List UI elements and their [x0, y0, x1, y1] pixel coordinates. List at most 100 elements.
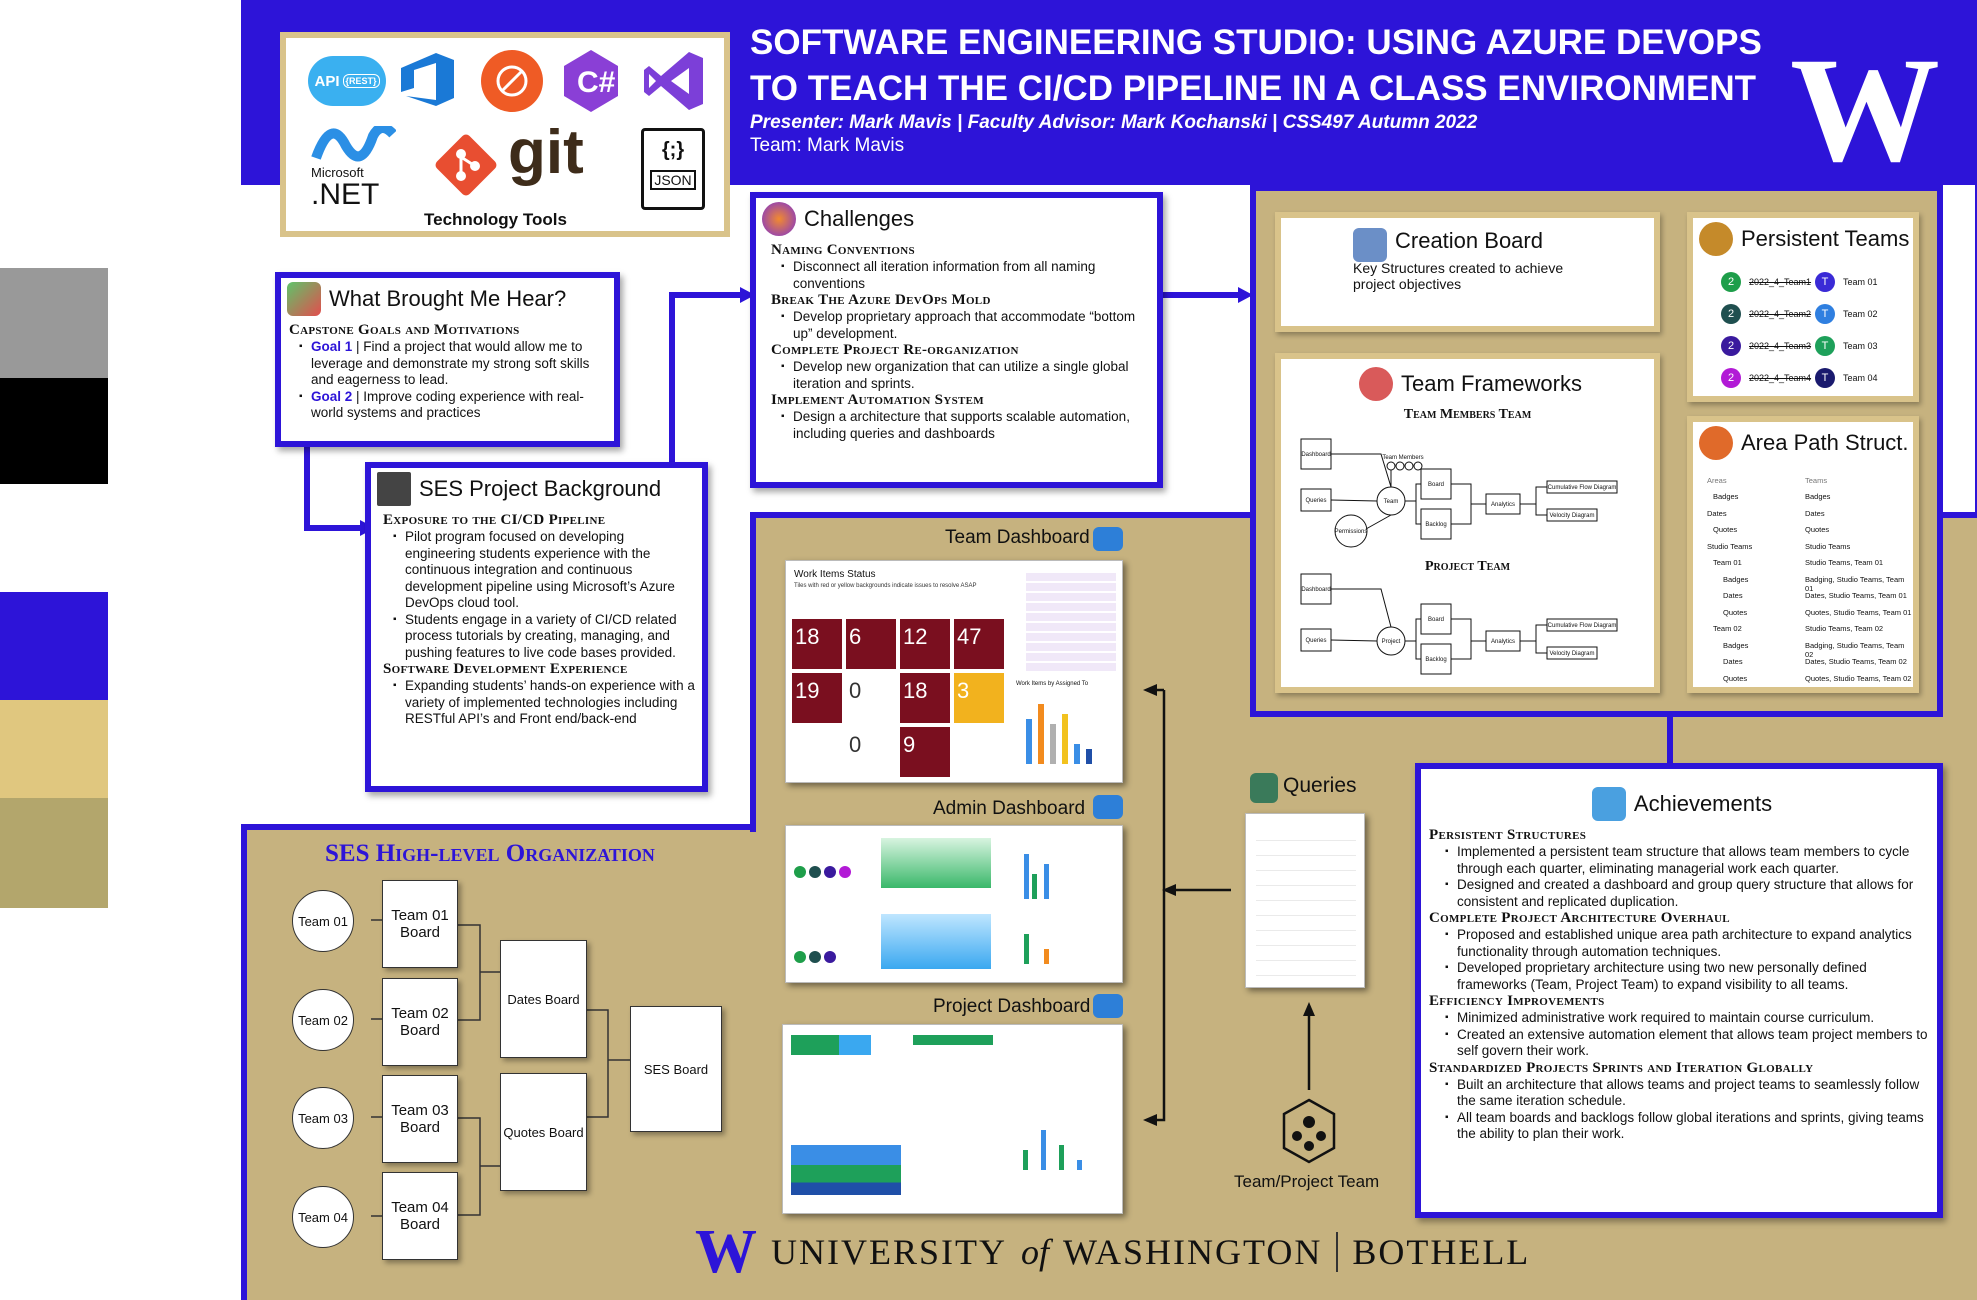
wi-by-assigned-title: Work Items by Assigned To: [1016, 681, 1089, 687]
admin-avatars-2: [794, 951, 836, 963]
wi-tile: 19: [792, 673, 842, 723]
org-team-01-board: Team 01 Board: [382, 880, 458, 968]
org-border-top: [241, 824, 756, 830]
fw-dashboard-1: Dashboard: [1301, 452, 1330, 458]
footer-w-logo: W: [695, 1218, 757, 1286]
achievements-heading-2: Complete Project Architecture Overhaul: [1429, 910, 1730, 926]
area-path-area: Studio Teams: [1707, 541, 1753, 551]
git-wordmark: git: [508, 118, 584, 187]
area-path-area: Badges: [1723, 640, 1749, 650]
fw-project: Project: [1382, 639, 1401, 645]
area-path-area: Quotes: [1713, 525, 1738, 534]
wi-tile: 0: [846, 727, 896, 777]
background-heading-1: Exposure to the CI/CD Pipeline: [383, 512, 606, 528]
goals-list: Goal 1 | Find a project that would allow…: [289, 339, 608, 422]
background-list-1: Pilot program focused on developing engi…: [383, 529, 696, 661]
json-icon: {;} JSON: [641, 128, 705, 210]
org-team-03: Team 03: [292, 1087, 354, 1149]
microsoft-label: Microsoft: [311, 165, 364, 180]
achievements-bullet-2: Designed and created a dashboard and gro…: [1435, 877, 1929, 910]
area-path-area: Quotes: [1723, 673, 1748, 683]
team-dashboard-icon: [1093, 527, 1123, 551]
challenges-heading-2: Break The Azure DevOps Mold: [771, 292, 991, 308]
wi-tile: 18: [900, 673, 950, 723]
title-line-1: SOFTWARE ENGINEERING STUDIO: USING AZURE…: [750, 23, 1762, 62]
area-path-team: Badging, Studio Teams, Team 01: [1805, 574, 1905, 593]
background-bullet-2: Students engage in a variety of CI/CD re…: [383, 612, 696, 662]
fw-backlog-2: Backlog: [1425, 657, 1446, 663]
area-col-teams: Teams: [1805, 476, 1828, 485]
project-dashboard-screenshot: [782, 1024, 1123, 1214]
challenges-bullet-1: Disconnect all iteration information fro…: [771, 259, 1151, 292]
area-path-icon: [1699, 426, 1733, 460]
queries-icon: [1250, 773, 1278, 803]
wi-bar-chart: [1026, 704, 1092, 764]
fw-board-1: Board: [1428, 482, 1444, 488]
area-path-team: Badges: [1805, 492, 1831, 501]
footer-divider: [1336, 1232, 1339, 1272]
org-team-02: Team 02: [292, 989, 354, 1051]
area-path-area: Dates: [1723, 591, 1743, 600]
achievements-bullet-1: Implemented a persistent team structure …: [1435, 844, 1929, 877]
frameworks-subtitle-team-members: Team Members Team: [1403, 407, 1532, 422]
old-team-name: 2022_4_Team2: [1749, 309, 1812, 319]
area-path-area: Team 01: [1713, 558, 1742, 567]
project-icon: [377, 472, 411, 506]
wi-tile-value: 18: [903, 678, 928, 703]
challenges-box: Challenges Naming Conventions Disconnect…: [750, 192, 1163, 488]
what-title: What Brought Me Hear?: [329, 286, 567, 311]
fw-team: Team: [1384, 499, 1399, 505]
old-team-badge: 2: [1721, 304, 1741, 324]
new-team-badge: T: [1815, 304, 1835, 324]
wi-tile: 6: [846, 619, 896, 669]
git-icon: [435, 134, 497, 196]
org-quotes-board: Quotes Board: [500, 1073, 587, 1191]
achievements-heading-1: Persistent Structures: [1429, 827, 1587, 843]
wi-tile-value: 12: [903, 624, 928, 649]
team-project-team-label: Team/Project Team: [1234, 1172, 1380, 1191]
wi-tile: 47: [954, 619, 1004, 669]
wi-tile-value: 3: [957, 678, 970, 703]
new-team-badge: T: [1815, 336, 1835, 356]
admin-dashboard-screenshot: [785, 825, 1123, 983]
background-heading-2: Software Development Experience: [383, 661, 628, 677]
json-label: JSON: [650, 170, 696, 190]
queries-title: Queries: [1283, 774, 1357, 797]
new-team-name: Team 01: [1843, 277, 1878, 287]
wi-grid: [1026, 573, 1116, 673]
admin-area-chart-2: [881, 914, 991, 969]
wi-tile: 18: [792, 619, 842, 669]
footer-of: of: [1020, 1232, 1049, 1272]
swatch-blue: [0, 592, 108, 700]
area-path-area: Team 02: [1713, 624, 1742, 633]
fw-cfd-2: Cumulative Flow Diagram: [1548, 623, 1617, 629]
proj-sprint-bar: [913, 1035, 993, 1045]
presenter-line: Presenter: Mark Mavis | Faculty Advisor:…: [750, 112, 1478, 133]
technology-tools-caption: Technology Tools: [424, 210, 567, 229]
team-dashboard-label: Team Dashboard: [945, 527, 1090, 548]
team-frameworks-box: Team Frameworks Team Members Team Dashbo…: [1275, 353, 1660, 693]
rest-label: {REST}: [342, 74, 380, 88]
project-dashboard-icon: [1093, 994, 1123, 1018]
creation-text: Key Structures created to achieve projec…: [1353, 260, 1564, 292]
area-path-team: Studio Teams, Team 02: [1805, 624, 1884, 633]
admin-dashboard-label: Admin Dashboard: [933, 798, 1086, 819]
dotnet-label: .NET: [311, 178, 380, 211]
achievements-bullet-7: Built an architecture that allows teams …: [1435, 1077, 1929, 1110]
wi-title: Work Items Status: [794, 569, 876, 580]
achievements-bullet-5: Minimized administrative work required t…: [1435, 1010, 1929, 1027]
achievements-title: Achievements: [1633, 791, 1773, 816]
challenges-bullet-4: Design a architecture that supports scal…: [771, 409, 1151, 442]
wi-tile-value: 0: [849, 732, 862, 757]
admin-bar-charts: [1024, 854, 1049, 964]
project-background-box: SES Project Background Exposure to the C…: [365, 462, 708, 792]
area-path-team: Dates: [1805, 508, 1825, 518]
org-team-02-board: Team 02 Board: [382, 978, 458, 1066]
fw-cfd-1: Cumulative Flow Diagram: [1548, 485, 1617, 491]
achievements-heading-3: Efficiency Improvements: [1429, 993, 1605, 1009]
area-path-team: Dates, Studio Teams, Team 01: [1805, 591, 1907, 600]
swatch-dark-gold: [0, 798, 108, 908]
creation-icon: [1353, 228, 1387, 262]
